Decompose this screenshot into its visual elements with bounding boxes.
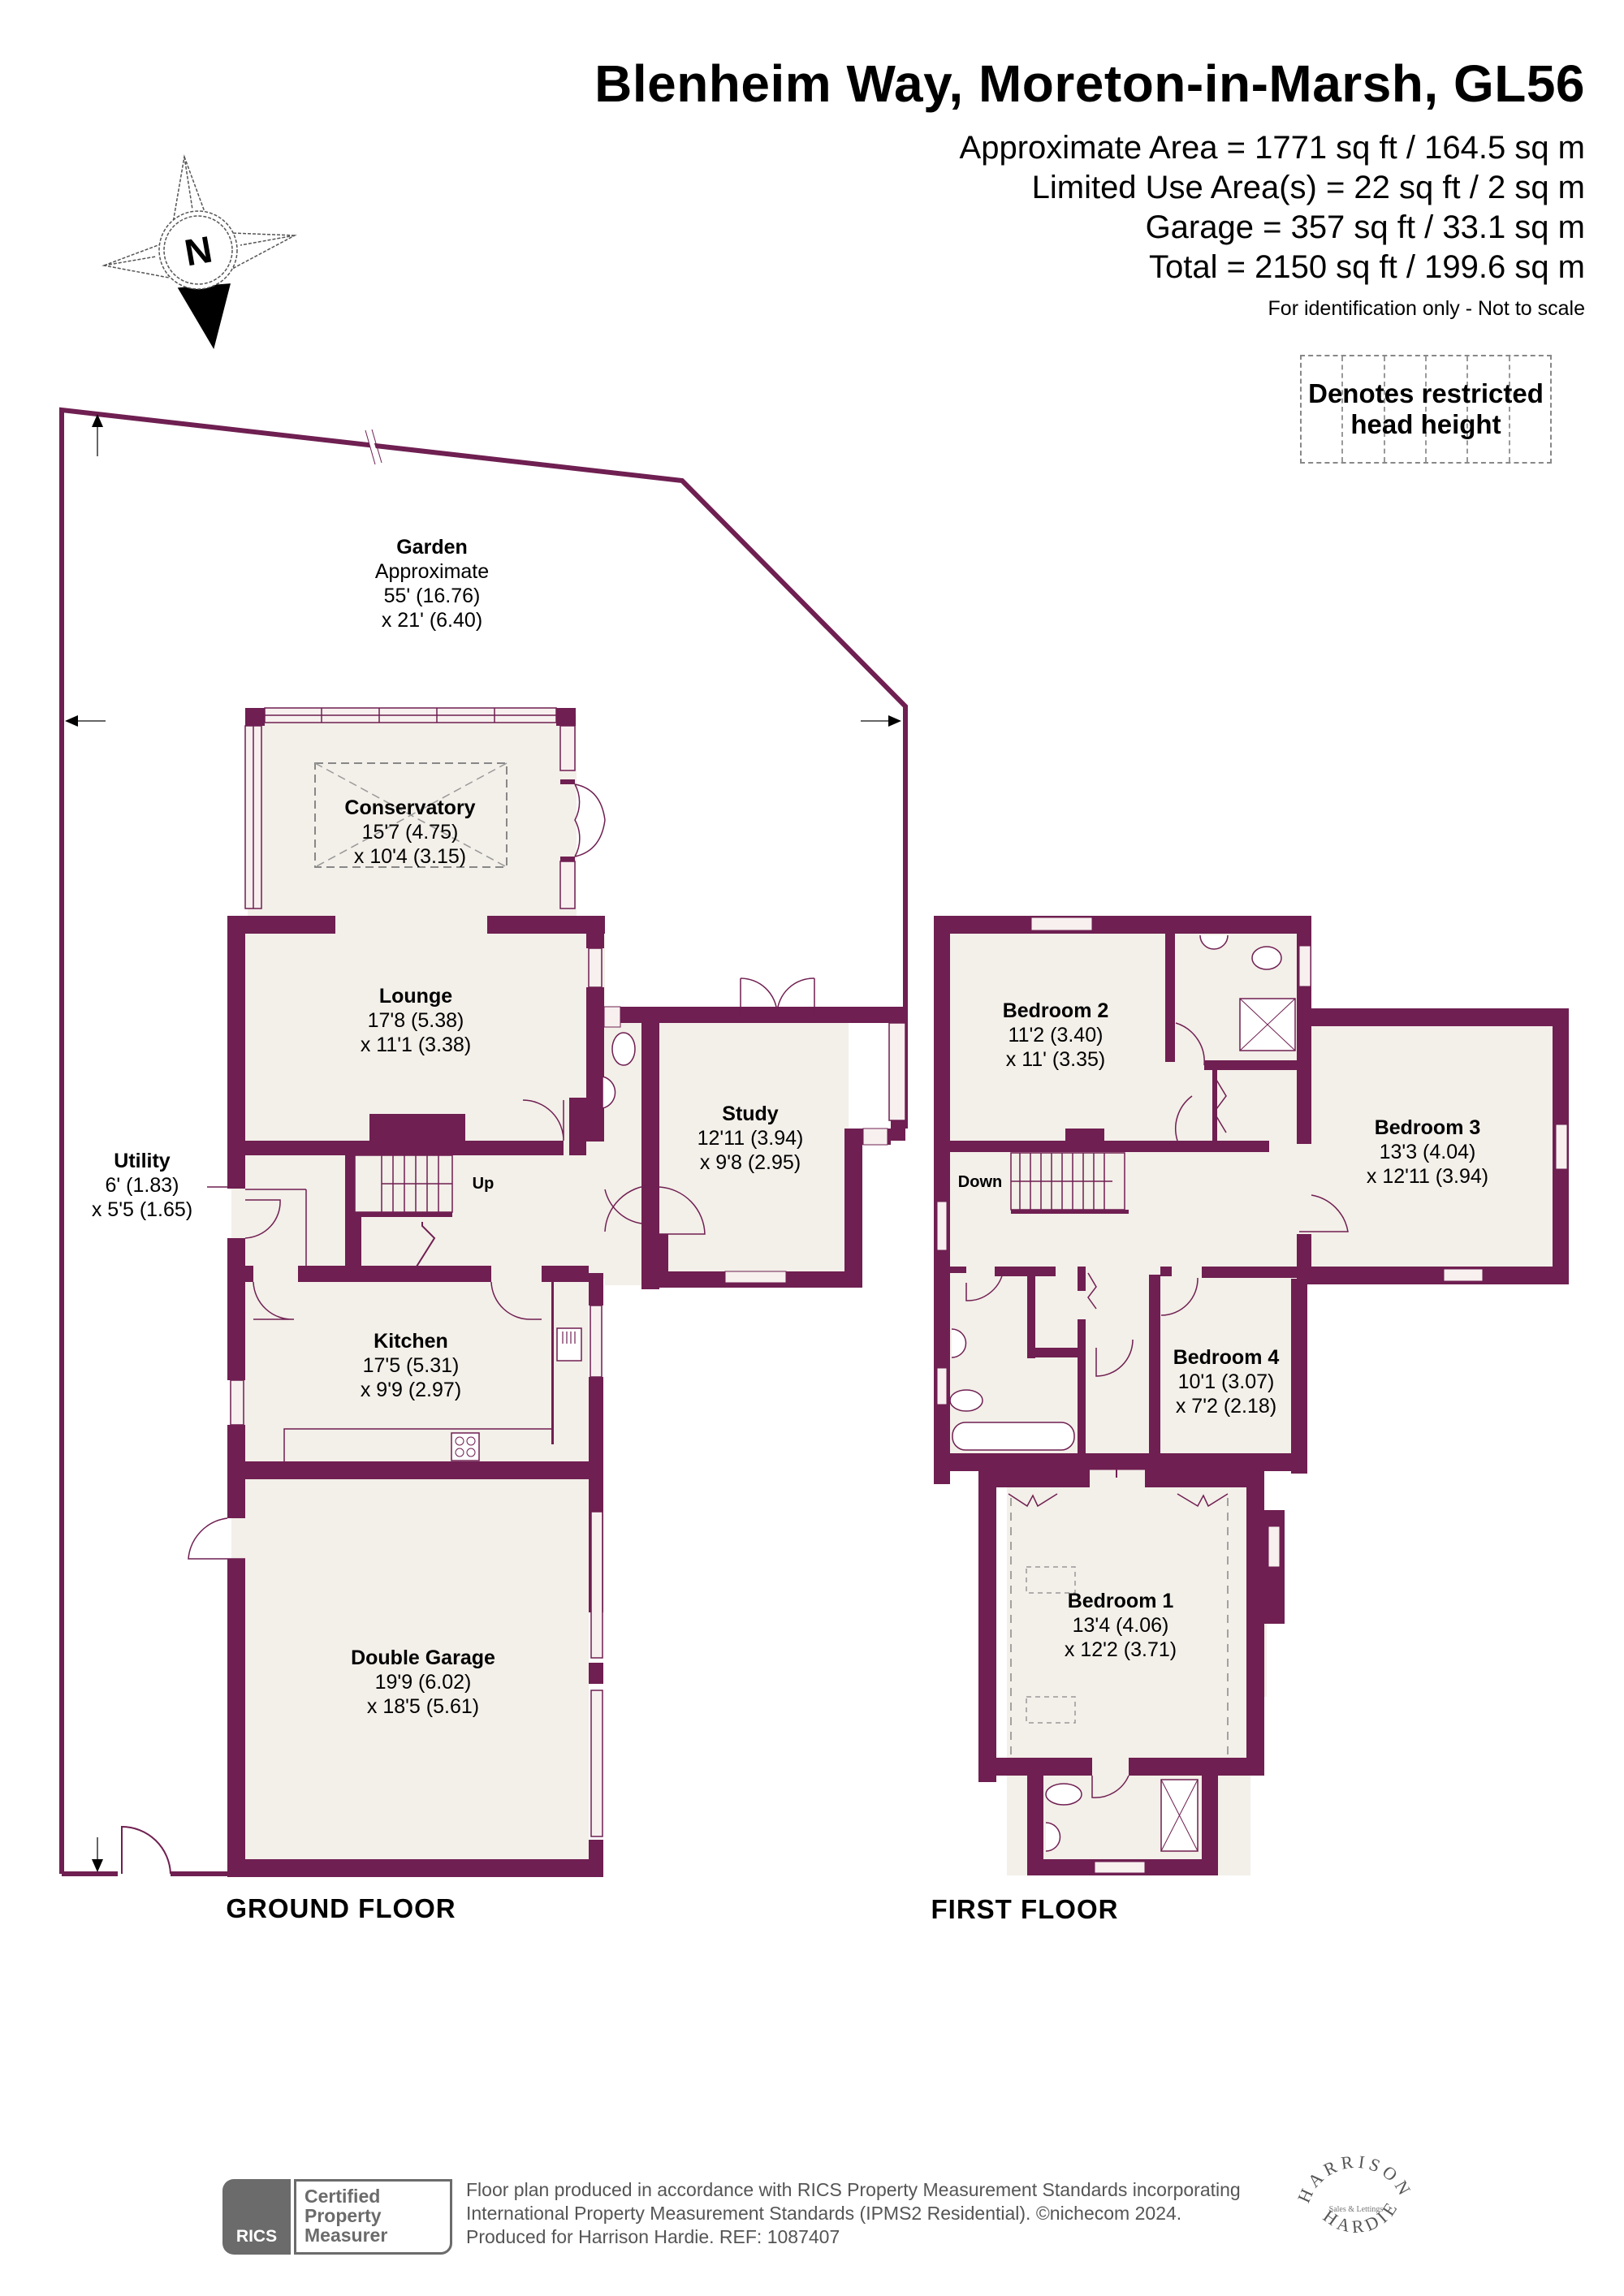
first-floor-plan <box>934 916 1569 1875</box>
stairs-down-label: Down <box>958 1173 1002 1191</box>
first-floor-label: FIRST FLOOR <box>931 1894 1119 1924</box>
bedroom4-dim2: x 7'2 (2.18) <box>1176 1395 1276 1418</box>
rics-certified-badge: RICS Certified Property Measurer <box>222 2179 452 2255</box>
legend-line-2: head height <box>1350 409 1501 439</box>
page-title: Blenheim Way, Moreton-in-Marsh, GL56 <box>594 54 1585 113</box>
garage-dim1: 19'9 (6.02) <box>375 1671 472 1694</box>
footer-statement: Floor plan produced in accordance with R… <box>466 2178 1241 2249</box>
lounge-dim2: x 11'1 (3.38) <box>361 1034 471 1056</box>
legend-text: Denotes restricted head height <box>1308 378 1544 440</box>
study-dim2: x 9'8 (2.95) <box>700 1151 801 1174</box>
garage-name: Double Garage <box>351 1646 495 1669</box>
bedroom3-dim1: 13'3 (4.04) <box>1380 1141 1476 1163</box>
bedroom2-dim2: x 11' (3.35) <box>1006 1048 1105 1071</box>
rics-logo-icon: RICS <box>222 2179 291 2255</box>
svg-text:HARDIE: HARDIE <box>1320 2196 1403 2238</box>
conservatory-dim1: 15'7 (4.75) <box>362 821 459 844</box>
garden-dim2: x 21' (6.40) <box>382 609 482 632</box>
lounge-name: Lounge <box>379 985 452 1008</box>
agent-name-top: HARRISON <box>1294 2151 1413 2205</box>
first-floor-labels: Bedroom 2 11'2 (3.40) x 11' (3.35) Bedro… <box>931 999 1489 1924</box>
limited-use-area: Limited Use Area(s) = 22 sq ft / 2 sq m <box>1031 170 1585 205</box>
cert-line-1: Certified <box>304 2186 381 2207</box>
bedroom1-dim2: x 12'2 (3.71) <box>1065 1638 1177 1661</box>
ground-floor-label: GROUND FLOOR <box>226 1893 456 1923</box>
footer-line-3: Produced for Harrison Hardie. REF: 10874… <box>466 2226 840 2247</box>
bedroom1-dim1: 13'4 (4.06) <box>1073 1614 1169 1637</box>
harrison-hardie-logo: HARRISON HARDIE Sales & Lettings <box>1294 2151 1417 2238</box>
garden-note: Approximate <box>375 560 489 583</box>
legend-dashed-grid <box>1302 356 1550 462</box>
bedroom4-name: Bedroom 4 <box>1173 1346 1280 1369</box>
approximate-area: Approximate Area = 1771 sq ft / 164.5 sq… <box>959 130 1585 166</box>
study-dim1: 12'11 (3.94) <box>698 1127 804 1150</box>
restricted-height-legend: Denotes restricted head height <box>1300 355 1552 464</box>
certified-measurer-box: Certified Property Measurer <box>294 2179 452 2255</box>
total-area: Total = 2150 sq ft / 199.6 sq m <box>1149 249 1585 285</box>
bedroom3-dim2: x 12'11 (3.94) <box>1367 1165 1488 1188</box>
compass-north-icon <box>102 154 297 349</box>
ground-floor-plan <box>188 707 906 1877</box>
garden-name: Garden <box>396 536 468 559</box>
cert-line-2: Property <box>304 2205 382 2226</box>
rics-logo-text: RICS <box>235 2227 278 2246</box>
garden-dim1: 55' (16.76) <box>384 585 481 607</box>
footer-line-2: International Property Measurement Stand… <box>466 2203 1182 2224</box>
bedroom4-dim1: 10'1 (3.07) <box>1178 1370 1275 1393</box>
agent-tagline: Sales & Lettings <box>1329 2205 1384 2214</box>
bedroom2-dim1: 11'2 (3.40) <box>1009 1024 1104 1047</box>
stairs-up-label: Up <box>473 1175 495 1193</box>
legend-line-1: Denotes restricted <box>1308 378 1544 408</box>
kitchen-dim2: x 9'9 (2.97) <box>361 1379 461 1401</box>
bedroom3-name: Bedroom 3 <box>1375 1116 1481 1139</box>
lounge-dim1: 17'8 (5.38) <box>368 1009 464 1032</box>
study-name: Study <box>722 1103 779 1125</box>
cert-line-3: Measurer <box>304 2225 388 2246</box>
bedroom2-name: Bedroom 2 <box>1003 999 1109 1022</box>
svg-text:HARRISON: HARRISON <box>1294 2151 1417 2205</box>
utility-dim2: x 5'5 (1.65) <box>92 1198 192 1221</box>
ground-floor-labels: Garden Approximate 55' (16.76) x 21' (6.… <box>92 536 804 1923</box>
utility-dim1: 6' (1.83) <box>106 1174 179 1197</box>
garage-area: Garage = 357 sq ft / 33.1 sq m <box>1145 209 1585 245</box>
footer-line-1: Floor plan produced in accordance with R… <box>466 2179 1241 2200</box>
bedroom1-name: Bedroom 1 <box>1068 1590 1174 1612</box>
agent-name-bottom: HARDIE <box>1320 2196 1399 2238</box>
disclaimer: For identification only - Not to scale <box>1268 297 1585 320</box>
kitchen-dim1: 17'5 (5.31) <box>363 1354 460 1377</box>
garage-dim2: x 18'5 (5.61) <box>367 1695 479 1718</box>
utility-name: Utility <box>114 1150 171 1172</box>
conservatory-name: Conservatory <box>344 796 475 819</box>
garden-boundary <box>59 407 908 1876</box>
conservatory-dim2: x 10'4 (3.15) <box>354 845 466 868</box>
kitchen-name: Kitchen <box>374 1330 448 1353</box>
